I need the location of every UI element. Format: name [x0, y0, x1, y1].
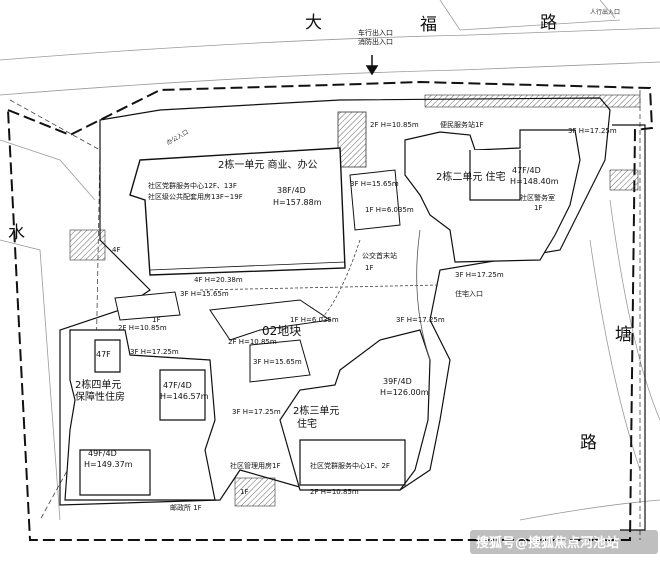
pedestrian-entrance-top: 人行出入口	[590, 8, 620, 16]
height-label: 3F H=17.25m	[396, 316, 445, 324]
podium-pieces	[114, 169, 401, 383]
fire-entrance-line: 消防出入口	[358, 37, 393, 46]
building-3-title: 2栋三单元	[293, 404, 339, 417]
bus-terminal-label: 公交首末站	[362, 251, 397, 260]
height-label: 社区管理用房1F	[230, 461, 280, 470]
building-1-floors: 38F/4D	[277, 186, 306, 195]
building-unit-4	[64, 329, 216, 501]
building-1-line2: 社区党群服务中心12F、13F	[148, 181, 237, 190]
building-4-title: 2栋四单元	[75, 378, 121, 391]
hatch-strip	[234, 477, 276, 507]
height-label: 1F	[240, 488, 248, 496]
watermark-text: 搜狐号@搜狐焦点河池站	[476, 535, 619, 551]
podium-outline	[59, 97, 611, 506]
building-2-height: H=148.40m	[510, 177, 559, 186]
building-1-height: H=157.88m	[273, 198, 322, 207]
office-entrance-label: 办公入口	[165, 128, 190, 147]
height-label: 邮政所 1F	[170, 503, 202, 512]
building-4-top: 47F	[96, 350, 111, 359]
building-unit-2	[404, 129, 581, 263]
building-4-height-a: H=146.57m	[160, 392, 209, 401]
building-4-title2: 保障性住房	[75, 390, 125, 403]
building-2-aux2: 1F	[534, 204, 542, 212]
height-label: 3F H=15.65m	[350, 180, 399, 188]
height-label: 2F H=10.85m	[370, 121, 419, 129]
height-annotations: 2F H=10.85m 便民服务站1F 3F H=17.25m 3F H=15.…	[112, 120, 617, 512]
vehicle-entrance-line: 车行出入口	[358, 28, 393, 37]
vehicle-fire-entrance-label: 车行出入口 消防出入口	[358, 28, 395, 46]
plot-label: 02地块	[262, 324, 301, 338]
height-label: 3F H=17.25m	[455, 271, 504, 279]
building-4-height-b: H=149.37m	[84, 460, 133, 469]
height-label: 4F H=20.38m	[194, 276, 243, 284]
building-3-title2: 住宅	[297, 417, 317, 430]
entrance-arrow	[365, 55, 379, 76]
right-boundary	[612, 124, 646, 531]
hatch-strip	[337, 111, 367, 168]
height-label: 3F H=17.25m	[568, 127, 617, 135]
height-label: 3F H=15.65m	[253, 358, 302, 366]
height-label: 4F	[112, 246, 120, 254]
building-unit-3	[279, 329, 431, 491]
hatch-strip	[609, 169, 639, 191]
height-label: 1F H=6.035m	[290, 316, 339, 324]
site-boundary	[6, 80, 654, 541]
road-name-left: 水	[8, 223, 25, 243]
height-label: 2F H=10.85m	[118, 324, 167, 332]
building-3-height: H=126.00m	[380, 388, 429, 397]
building-4-top-h: 3F H=17.25m	[130, 348, 179, 356]
height-label: 2F H=10.85m	[228, 338, 277, 346]
road-name-right-2: 路	[580, 433, 597, 453]
watermark-background	[470, 530, 658, 554]
height-label: 3F H=17.25m	[232, 408, 281, 416]
building-2-floors: 47F/4D	[512, 166, 541, 175]
road-name-top-3: 路	[540, 13, 557, 33]
building-3-aux: 社区党群服务中心1F、2F	[310, 461, 390, 470]
road-name-right-1: 塘	[615, 325, 632, 345]
building-unit-1	[129, 147, 346, 276]
building-2-title: 2栋二单元 住宅	[436, 170, 506, 183]
residence-entrance-label: 住宅入口	[455, 289, 483, 298]
building-3-floors: 39F/4D	[383, 377, 412, 386]
road-name-top-2: 福	[420, 15, 437, 35]
height-label: 便民服务站1F	[440, 120, 483, 129]
building-4-floors-b: 49F/4D	[88, 449, 117, 458]
hatch-strip	[424, 94, 641, 108]
height-label: 2F H=10.85m	[310, 488, 359, 496]
height-label: 3F H=15.65m	[180, 290, 229, 298]
height-label: 1F	[365, 264, 373, 272]
height-label: 1F	[152, 316, 160, 324]
height-label: 1F H=6.035m	[365, 206, 414, 214]
road-lines	[0, 0, 660, 521]
building-1-title: 2栋一单元 商业、办公	[218, 158, 318, 171]
building-2-aux1: 社区警务室	[520, 193, 555, 202]
building-1-line3: 社区级公共配套用房13F~19F	[148, 192, 243, 201]
road-name-top-1: 大	[305, 13, 322, 33]
building-4-floors-a: 47F/4D	[163, 381, 192, 390]
